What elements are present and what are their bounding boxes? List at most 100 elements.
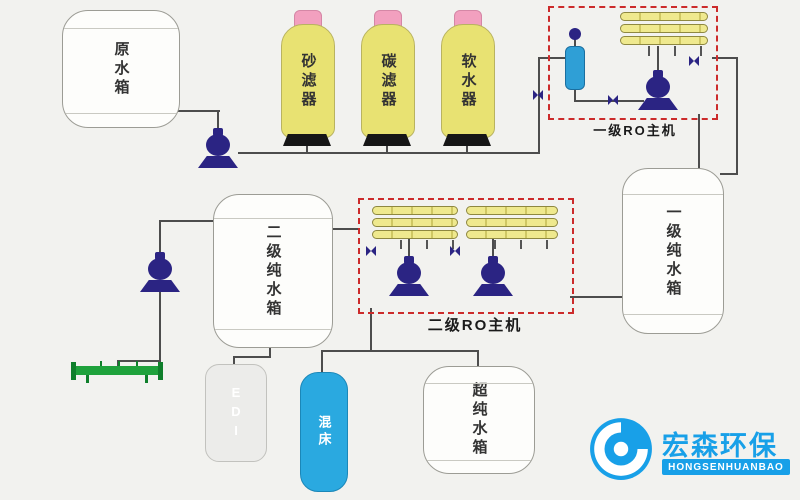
vessel-base: [443, 134, 491, 146]
pipe: [574, 88, 576, 102]
pump-body: [481, 262, 505, 284]
pipe: [720, 173, 738, 175]
stage2-ro-pump1-icon: [387, 256, 431, 296]
raw-water-tank-label: 原水箱: [112, 40, 130, 98]
sand-filter-label: 砂滤器: [299, 52, 317, 110]
vessel-base: [283, 134, 331, 146]
ultra-pure-water-tank-label: 超纯水箱: [470, 382, 488, 458]
pipe: [574, 38, 576, 46]
pipe: [538, 57, 540, 154]
pipe: [159, 220, 161, 254]
valve-icon: [450, 246, 460, 256]
pump-base: [638, 98, 678, 110]
stage2-membrane-bank-b: [466, 206, 558, 239]
mixed-bed-label: 混床: [316, 415, 332, 449]
pump-stub: [488, 256, 498, 264]
pipe: [159, 220, 213, 222]
edi-unit: EDI: [205, 364, 267, 462]
softener-vessel: 软水器: [441, 24, 495, 138]
stage1-ro-pump-icon: [636, 70, 680, 110]
valve-icon: [608, 95, 618, 105]
carbon-filter-vessel: 碳滤器: [361, 24, 415, 138]
pump-stub: [213, 128, 223, 136]
pipe: [331, 228, 358, 230]
membrane-tube: [620, 36, 708, 45]
pipe: [321, 350, 478, 352]
membrane-tube: [620, 12, 708, 21]
stage1-pure-water-tank: 一级纯水箱: [622, 168, 724, 334]
membrane-tube: [620, 24, 708, 33]
pipe: [159, 290, 161, 362]
stage2-ro-pump2-icon: [471, 256, 515, 296]
pump-body: [646, 76, 670, 98]
manifold-nozzles: [84, 361, 150, 366]
valve-icon: [533, 90, 543, 100]
carbon-filter-label: 碳滤器: [379, 52, 397, 110]
pump-body: [148, 258, 172, 280]
transfer-pump-icon: [138, 252, 182, 292]
valve-ball-icon: [569, 28, 581, 40]
stage1-ro-unit-box: [548, 6, 718, 120]
pump-body: [397, 262, 421, 284]
pipe: [321, 350, 323, 372]
pipe: [306, 144, 308, 152]
distribution-manifold: [71, 361, 163, 383]
pipe: [233, 356, 271, 358]
pipe: [477, 350, 479, 366]
pipe: [233, 356, 235, 366]
pipe: [370, 308, 372, 352]
hongsen-logo-icon: [590, 418, 652, 480]
manifold-leg: [86, 375, 90, 383]
valve-icon: [366, 246, 376, 256]
pipe: [570, 296, 622, 298]
membrane-connectors: [376, 240, 454, 249]
precision-filter: [565, 46, 585, 90]
stage2-membrane-bank-a: [372, 206, 458, 239]
pipe: [698, 114, 700, 170]
pipe: [736, 57, 738, 175]
pump-stub: [653, 70, 663, 78]
membrane-tube: [466, 206, 558, 215]
sand-filter-vessel: 砂滤器: [281, 24, 335, 138]
membrane-tube: [372, 218, 458, 227]
pipe: [538, 57, 570, 59]
stage2-pure-water-tank-label: 二级纯水箱: [264, 223, 282, 319]
raw-water-tank: 原水箱: [62, 10, 180, 128]
manifold-leg: [144, 375, 148, 383]
raw-water-pump-icon: [196, 128, 240, 168]
logo-company-name: 宏森环保: [662, 431, 778, 461]
membrane-tube: [372, 206, 458, 215]
stage2-ro-unit-box: [358, 198, 574, 314]
membrane-tube: [372, 230, 458, 239]
stage1-pure-water-tank-label: 一级纯水箱: [664, 203, 682, 299]
mixed-bed-column: 混床: [300, 372, 348, 492]
membrane-connectors: [470, 240, 554, 249]
pump-stub: [155, 252, 165, 260]
pump-base: [473, 284, 513, 296]
pump-base: [198, 156, 238, 168]
pump-base: [140, 280, 180, 292]
membrane-tube: [466, 230, 558, 239]
pipe: [238, 152, 540, 154]
softener-label: 软水器: [459, 52, 477, 110]
pipe: [657, 46, 659, 72]
membrane-tube: [466, 218, 558, 227]
vessel-base: [363, 134, 411, 146]
pipe: [712, 57, 738, 59]
pump-base: [389, 284, 429, 296]
stage2-ro-label: 二级RO主机: [427, 317, 523, 334]
ultra-pure-water-tank: 超纯水箱: [423, 366, 535, 474]
pipe: [217, 110, 219, 130]
stage1-membrane-bank: [620, 12, 708, 45]
pipe: [386, 144, 388, 152]
pump-body: [206, 134, 230, 156]
pipe: [269, 346, 271, 358]
valve-icon: [689, 56, 699, 66]
membrane-connectors: [624, 46, 704, 56]
stage1-ro-label: 一级RO主机: [593, 123, 677, 138]
pipe: [178, 110, 220, 112]
stage2-pure-water-tank: 二级纯水箱: [213, 194, 333, 348]
edi-label: EDI: [228, 384, 244, 442]
logo-company-subtitle: HONGSENHUANBAO: [662, 459, 790, 475]
